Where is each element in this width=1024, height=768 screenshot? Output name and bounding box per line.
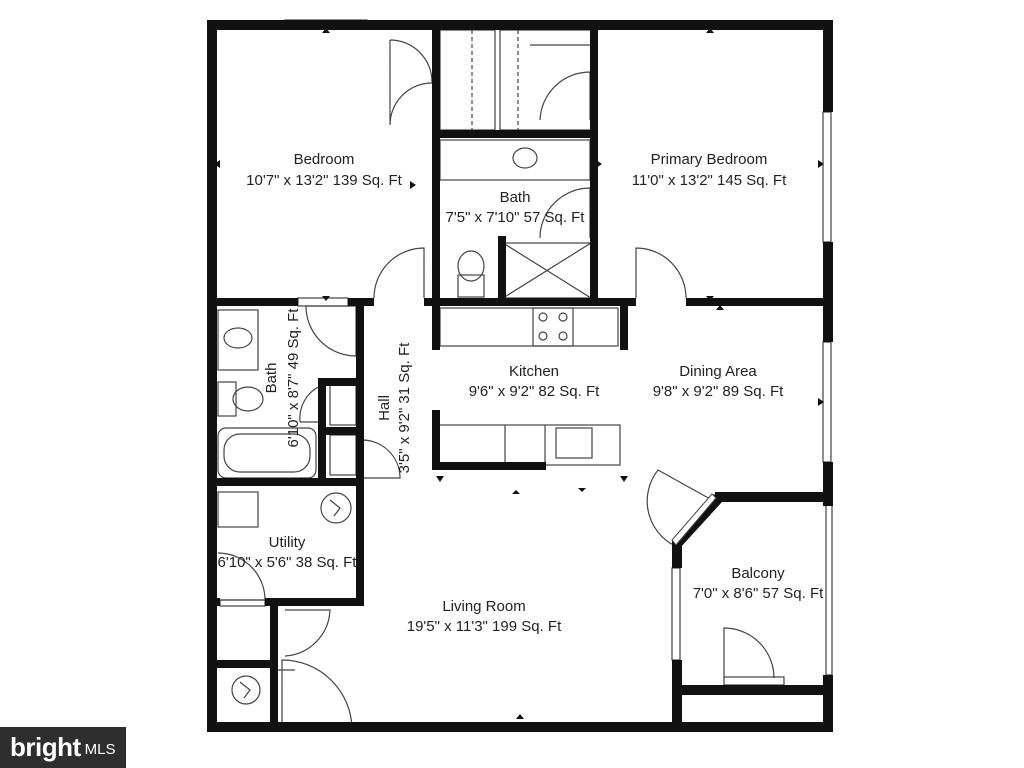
room-primary-bedroom: Primary Bedroom 11'0" x 13'2" 145 Sq. Ft — [632, 151, 787, 189]
room-name: Bath — [500, 189, 531, 206]
walls — [207, 20, 833, 732]
room-balcony: Balcony 7'0" x 8'6" 57 Sq. Ft — [693, 565, 824, 602]
room-size: 19'5" x 11'3" 199 Sq. Ft — [407, 618, 562, 635]
room-bedroom: Bedroom 10'7" x 13'2" 139 Sq. Ft — [246, 151, 402, 189]
room-dining-area: Dining Area 9'8" x 9'2" 89 Sq. Ft — [653, 363, 784, 400]
room-name: Bath — [263, 363, 280, 394]
angled-door-frame — [671, 493, 717, 546]
room-size: 6'10" x 8'7" 49 Sq. Ft — [285, 308, 302, 448]
room-size: 9'6" x 9'2" 82 Sq. Ft — [469, 383, 600, 400]
room-size: 7'0" x 8'6" 57 Sq. Ft — [693, 585, 824, 602]
logo-suffix: MLS — [84, 741, 116, 758]
room-name: Kitchen — [509, 363, 559, 380]
markers — [214, 28, 824, 719]
room-name: Hall — [376, 395, 393, 421]
room-bath-lower: Bath 6'10" x 8'7" 49 Sq. Ft — [263, 308, 302, 448]
logo-brand: bright — [10, 732, 81, 762]
room-name: Primary Bedroom — [651, 151, 768, 168]
room-utility: Utility 6'10" x 5'6" 38 Sq. Ft — [218, 534, 358, 571]
room-living-room: Living Room 19'5" x 11'3" 199 Sq. Ft — [407, 598, 562, 635]
room-size: 9'8" x 9'2" 89 Sq. Ft — [653, 383, 784, 400]
room-name: Bedroom — [294, 151, 355, 168]
room-name: Dining Area — [679, 363, 757, 380]
room-name: Living Room — [442, 598, 525, 615]
room-hall: Hall 3'5" x 9'2" 31 Sq. Ft — [376, 342, 413, 473]
room-size: 3'5" x 9'2" 31 Sq. Ft — [396, 342, 413, 473]
room-size: 10'7" x 13'2" 139 Sq. Ft — [246, 172, 402, 189]
room-size: 7'5" x 7'10" 57 Sq. Ft — [446, 209, 586, 226]
room-kitchen: Kitchen 9'6" x 9'2" 82 Sq. Ft — [469, 363, 600, 400]
room-size: 11'0" x 13'2" 145 Sq. Ft — [632, 172, 787, 189]
room-size: 6'10" x 5'6" 38 Sq. Ft — [218, 554, 358, 571]
room-name: Balcony — [731, 565, 785, 582]
bright-mls-logo: bright MLS — [0, 727, 126, 768]
room-bath-upper: Bath 7'5" x 7'10" 57 Sq. Ft — [446, 189, 586, 226]
room-name: Utility — [269, 534, 306, 551]
